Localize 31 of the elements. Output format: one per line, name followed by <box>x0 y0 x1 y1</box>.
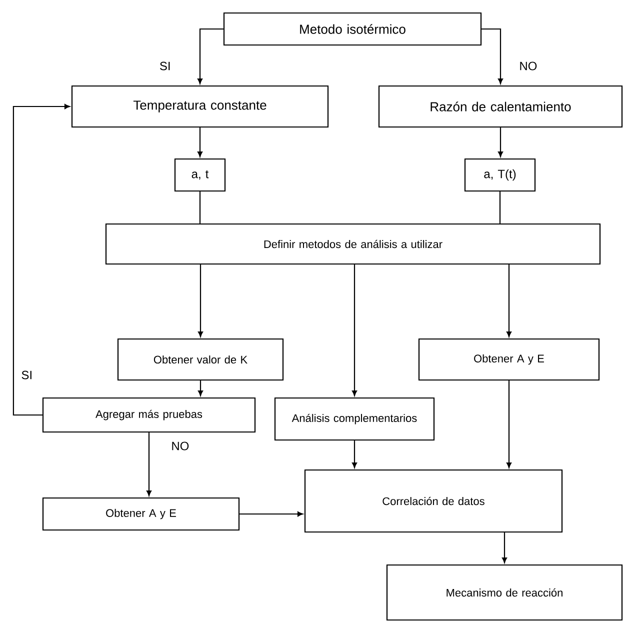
process-box: Obtener valor de K <box>117 338 284 381</box>
arrow <box>506 264 512 337</box>
process-box: Mecanismo de reacción <box>386 564 623 621</box>
arrow <box>502 532 508 563</box>
arrow <box>146 432 152 496</box>
arrow <box>12 104 70 416</box>
edge-label: NO <box>518 60 538 72</box>
process-box: Definir metodos de análisis a utilizar <box>105 223 601 265</box>
arrow <box>352 440 358 468</box>
arrow <box>352 264 358 396</box>
arrow <box>482 28 504 84</box>
process-box: Análisis complementarios <box>274 397 435 441</box>
edge-label: SI <box>20 370 34 380</box>
process-box: Agregar más pruebas <box>42 397 256 433</box>
process-box: Temperatura constante <box>71 85 329 128</box>
process-box: Correlación de datos <box>304 469 563 533</box>
process-box: a, t <box>174 158 226 192</box>
process-box: Obtener A y E <box>418 338 600 381</box>
process-box: a, T(t) <box>464 158 536 192</box>
arrow <box>197 28 224 84</box>
arrow <box>198 264 204 337</box>
edge-label: NO <box>170 440 190 452</box>
arrow <box>506 380 512 468</box>
arrow <box>240 511 303 517</box>
process-box: Metodo isotérmico <box>223 12 482 46</box>
process-box: Razón de calentamiento <box>378 85 623 128</box>
arrow <box>198 380 204 396</box>
process-box: Obtener A y E <box>42 497 240 531</box>
arrow <box>498 128 504 157</box>
edge-label: SI <box>158 60 172 72</box>
arrow <box>197 128 203 157</box>
